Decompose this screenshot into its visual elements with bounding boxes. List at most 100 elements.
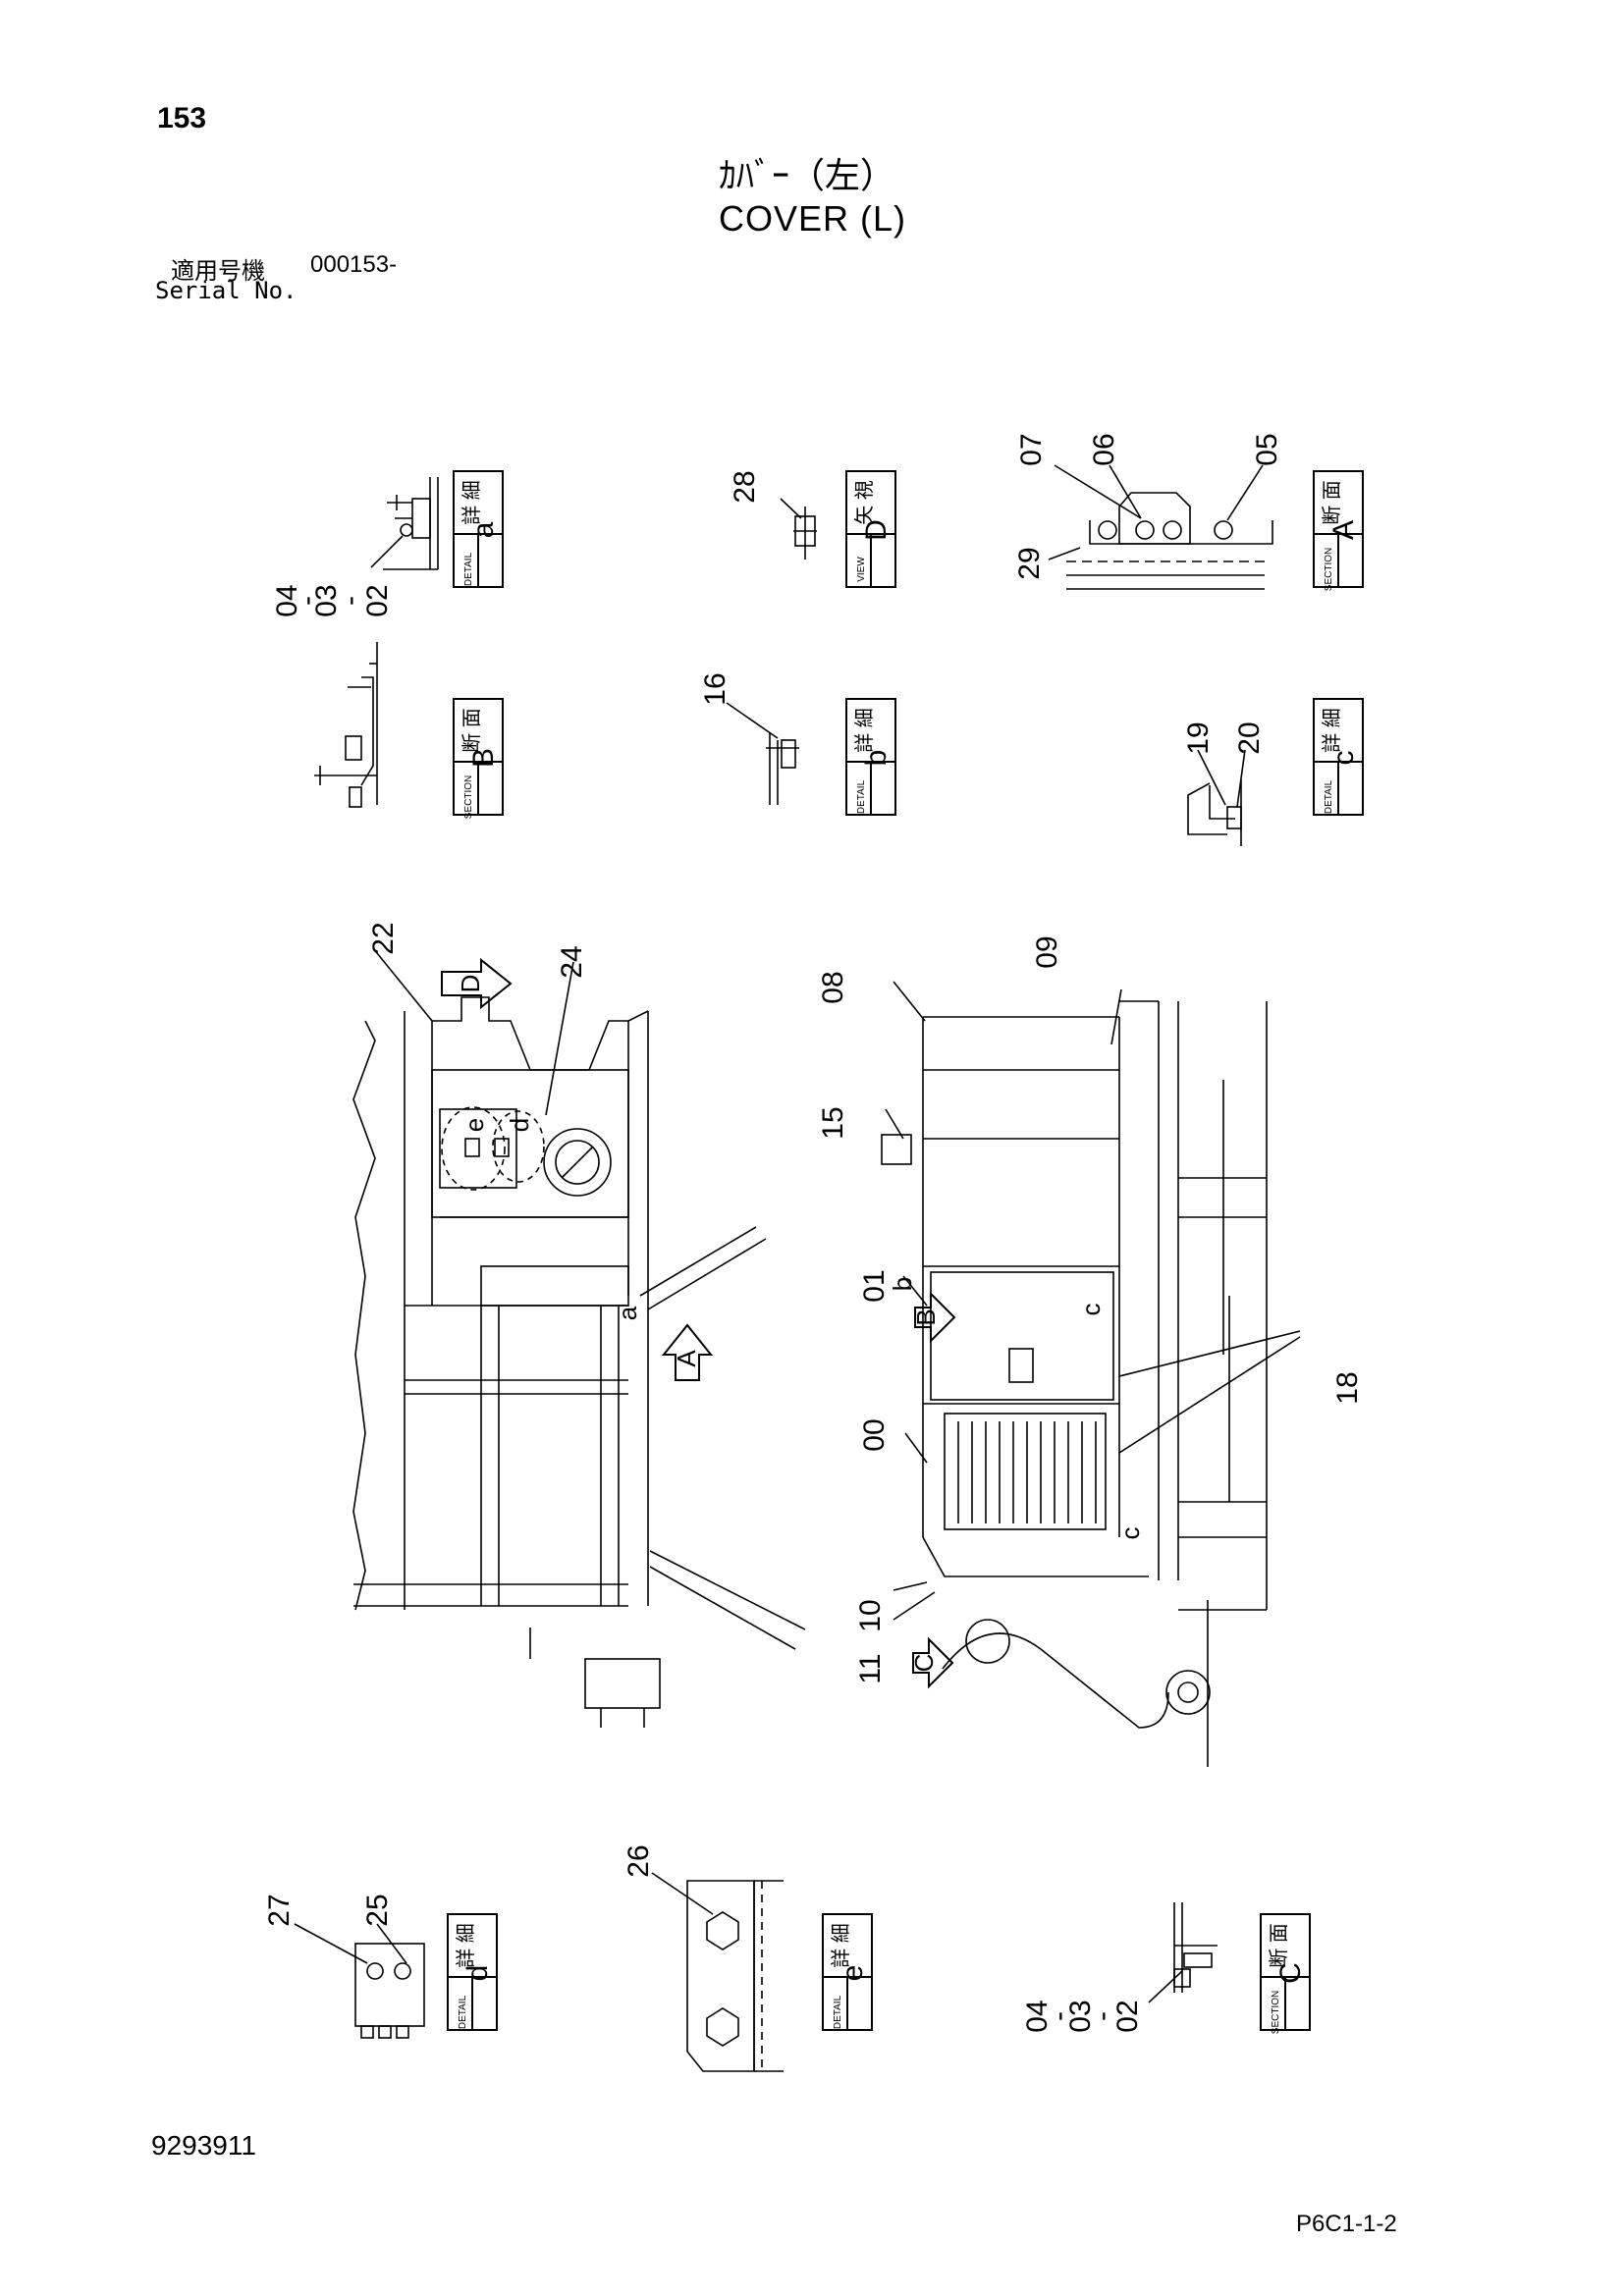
section-b-figure bbox=[314, 642, 378, 808]
detail-tag-c bbox=[1313, 698, 1364, 816]
detail-e-figure bbox=[651, 1872, 784, 2072]
callout-main-11: 11 bbox=[854, 1653, 887, 1683]
marker-detail-d: d bbox=[505, 1118, 534, 1132]
view-tag-D bbox=[845, 470, 896, 588]
section-c-arrow bbox=[912, 1636, 954, 1689]
marker-section-b: B bbox=[911, 1308, 941, 1325]
tag-c-en: DETAIL bbox=[1324, 779, 1334, 814]
marker-detail-a: a bbox=[613, 1306, 642, 1320]
callout-main-09: 09 bbox=[1031, 935, 1063, 968]
callout-detail-a-02: 02 bbox=[361, 584, 394, 616]
callout-main-10: 10 bbox=[854, 1599, 887, 1631]
section-c-figure bbox=[1148, 1902, 1218, 2003]
callout-section-a-06: 06 bbox=[1088, 433, 1120, 465]
section-a-arrow bbox=[661, 1323, 714, 1381]
tag-e-en: DETAIL bbox=[833, 1995, 843, 2029]
callout-main-01: 01 bbox=[858, 1269, 891, 1302]
callout-main-18: 18 bbox=[1331, 1371, 1364, 1404]
tag-b-kanji: 詳 細 bbox=[853, 708, 876, 753]
marker-section-a: A bbox=[672, 1350, 701, 1367]
tag-D-letter: D bbox=[860, 519, 893, 541]
detail-b-figure bbox=[726, 702, 799, 805]
callout-detail-d-25: 25 bbox=[361, 1894, 394, 1926]
section-tag-A bbox=[1313, 470, 1364, 588]
callout-view-d-28: 28 bbox=[729, 470, 761, 503]
serial-label-japanese: 適用号機 bbox=[171, 258, 265, 285]
tag-A-en: SECTION bbox=[1324, 548, 1334, 591]
callout-section-c-03: 03 bbox=[1064, 2000, 1097, 2032]
detail-tag-e bbox=[822, 1913, 873, 2031]
tag-C-kanji: 断 面 bbox=[1268, 1923, 1290, 1968]
callout-dash-c-2: - bbox=[1086, 2011, 1118, 2021]
tag-A-kanji: 断 面 bbox=[1321, 480, 1343, 525]
marker-detail-c-lower: c bbox=[1115, 1527, 1145, 1540]
tag-e-kanji: 詳 細 bbox=[830, 1923, 852, 1968]
callout-section-a-29: 29 bbox=[1013, 547, 1046, 579]
tag-a-letter: a bbox=[467, 521, 500, 538]
tag-B-letter: B bbox=[467, 748, 500, 768]
callout-dash-c-1: - bbox=[1043, 2011, 1075, 2021]
tag-d-kanji: 詳 細 bbox=[455, 1923, 477, 1968]
tag-A-letter: A bbox=[1327, 520, 1360, 540]
marker-view-d: D bbox=[456, 975, 485, 993]
section-tag-C bbox=[1260, 1913, 1311, 2031]
tag-B-en: SECTION bbox=[463, 775, 474, 819]
section-a-figure bbox=[1048, 464, 1273, 590]
callout-detail-b-16: 16 bbox=[699, 672, 731, 705]
main-right-assembly bbox=[881, 981, 1301, 1767]
callout-detail-d-27: 27 bbox=[263, 1894, 296, 1926]
serial-label-english: Serial No. bbox=[155, 277, 298, 304]
view-d-arrow bbox=[441, 957, 513, 1010]
callout-section-a-05: 05 bbox=[1251, 433, 1283, 465]
tag-b-letter: b bbox=[860, 750, 893, 767]
callout-detail-a-04: 04 bbox=[271, 584, 303, 616]
callout-main-00: 00 bbox=[858, 1418, 891, 1451]
serial-value: 000153- bbox=[310, 251, 398, 278]
detail-d-figure bbox=[294, 1923, 425, 2039]
tag-c-letter: c bbox=[1327, 751, 1360, 766]
callout-main-24: 24 bbox=[556, 945, 588, 978]
callout-detail-e-26: 26 bbox=[623, 1844, 655, 1877]
callout-detail-c-20: 20 bbox=[1233, 721, 1266, 754]
callout-dash-a-1: - bbox=[291, 596, 323, 606]
callout-section-c-04: 04 bbox=[1021, 2000, 1054, 2032]
marker-detail-c-upper: c bbox=[1076, 1304, 1106, 1316]
tag-c-kanji: 詳 細 bbox=[1321, 708, 1343, 753]
detail-tag-b bbox=[845, 698, 896, 816]
title-english: COVER (L) bbox=[719, 198, 907, 239]
tag-C-en: SECTION bbox=[1271, 1991, 1281, 2034]
tag-a-kanji: 詳 細 bbox=[460, 480, 483, 525]
tag-a-en: DETAIL bbox=[463, 552, 474, 586]
page-code: P6C1-1-2 bbox=[1296, 2211, 1397, 2237]
callout-main-15: 15 bbox=[817, 1106, 849, 1139]
callout-detail-a-03: 03 bbox=[310, 584, 343, 616]
tag-C-letter: C bbox=[1274, 1962, 1307, 1984]
page-number: 153 bbox=[157, 102, 207, 134]
main-left-assembly bbox=[352, 947, 806, 1728]
detail-tag-d bbox=[447, 1913, 498, 2031]
title-japanese: ｶﾊﾞｰ（左） bbox=[719, 155, 896, 195]
tag-b-en: DETAIL bbox=[856, 779, 867, 814]
tag-D-en: VIEW bbox=[856, 557, 867, 582]
tag-d-letter: d bbox=[461, 1965, 494, 1982]
tag-e-letter: e bbox=[837, 1965, 869, 1982]
callout-detail-c-19: 19 bbox=[1182, 721, 1215, 754]
detail-a-figure bbox=[370, 477, 439, 570]
detail-c-figure bbox=[1187, 749, 1246, 846]
callout-section-a-07: 07 bbox=[1015, 433, 1048, 465]
callout-section-c-02: 02 bbox=[1111, 2000, 1144, 2032]
callout-main-08: 08 bbox=[817, 971, 849, 1003]
tag-d-en: DETAIL bbox=[458, 1995, 468, 2029]
view-d-figure bbox=[780, 498, 817, 560]
tag-D-kanji: 矢 視 bbox=[853, 480, 876, 525]
tag-B-kanji: 断 面 bbox=[460, 708, 483, 753]
section-tag-B bbox=[453, 698, 504, 816]
callout-main-22: 22 bbox=[367, 922, 400, 954]
detail-tag-a bbox=[453, 470, 504, 588]
marker-detail-e: e bbox=[460, 1118, 489, 1132]
marker-section-c: C bbox=[909, 1654, 939, 1673]
drawing-number: 9293911 bbox=[151, 2130, 256, 2161]
marker-detail-b: b bbox=[888, 1277, 917, 1291]
callout-dash-a-2: - bbox=[334, 596, 366, 606]
